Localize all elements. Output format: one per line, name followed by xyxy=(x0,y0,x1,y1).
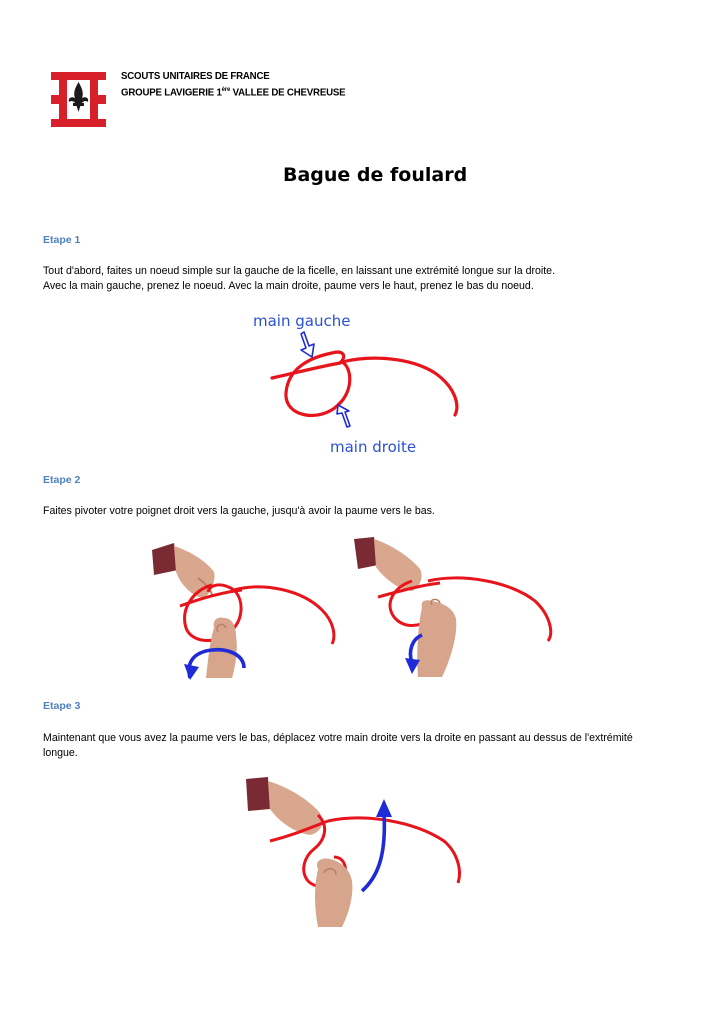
step-3-heading: Etape 3 xyxy=(43,700,81,712)
step-3-line-1: Maintenant que vous avez la paume vers l… xyxy=(43,732,633,744)
step-2-heading: Etape 2 xyxy=(43,474,81,486)
label-main-droite: main droite xyxy=(330,438,416,456)
org-name: SCOUTS UNITAIRES DE FRANCE xyxy=(121,70,270,82)
arrow-up-icon xyxy=(336,404,351,428)
page-title: Bague de foulard xyxy=(283,164,468,186)
step-1-line-2: Avec la main gauche, prenez le noeud. Av… xyxy=(43,280,534,292)
step-2-line-1: Faites pivoter votre poignet droit vers … xyxy=(43,505,435,517)
arrow-down-icon xyxy=(300,331,315,358)
step-2-photo-right xyxy=(350,535,565,680)
label-main-gauche: main gauche xyxy=(253,312,350,330)
step-1-knot-diagram: main gauche main droite xyxy=(250,305,470,460)
scout-cross-logo xyxy=(51,72,106,127)
step-1-line-1: Tout d'abord, faites un noeud simple sur… xyxy=(43,265,556,277)
step-1-heading: Etape 1 xyxy=(43,234,81,246)
step-2-photo-left xyxy=(152,540,347,680)
group-name: GROUPE LAVIGERIE 1ère VALLEE DE CHEVREUS… xyxy=(121,86,346,99)
step-3-line-2: longue. xyxy=(43,747,78,759)
step-3-photo xyxy=(244,775,469,930)
ordinal-suffix: ère xyxy=(221,86,231,93)
group-name-part2: VALLEE DE CHEVREUSE xyxy=(230,86,346,99)
group-name-part1: GROUPE LAVIGERIE 1 xyxy=(121,86,222,99)
